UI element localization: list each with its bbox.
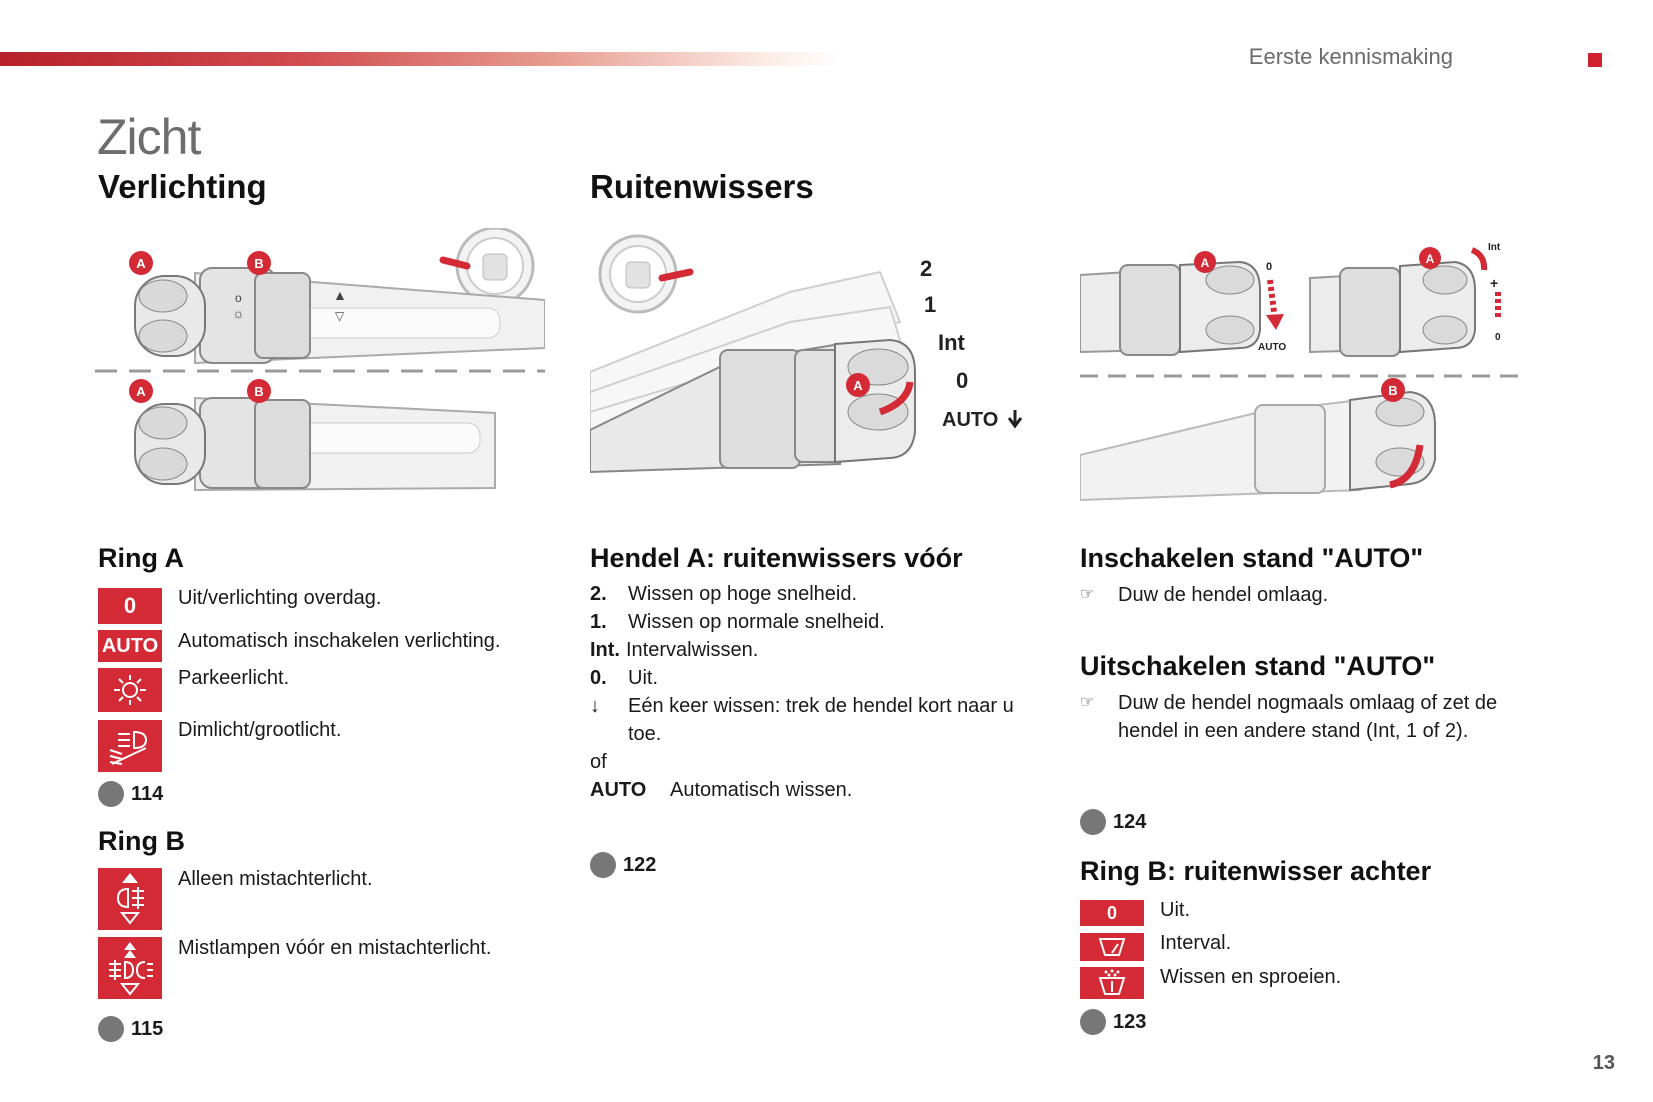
page-ref-icon [590, 852, 616, 878]
ring-a-item-parking: Parkeerlicht. [178, 667, 290, 689]
ring-a-title: Ring A [98, 543, 184, 573]
auto-wiper-rear-illustration: A 0 AUTO A Int + 0 [1080, 240, 1525, 525]
list-item: 1. Wissen op normale snelheid. [590, 611, 885, 633]
list-item: AUTO Automatisch wissen. [590, 779, 853, 801]
list-item: Int. Intervalwissen. [590, 639, 759, 661]
svg-text:☼: ☼ [232, 305, 245, 321]
parking-light-icon [98, 668, 162, 712]
off-badge: 0 [98, 588, 162, 624]
svg-text:A: A [853, 378, 863, 393]
ring-a-item-off: Uit/verlichting overdag. [178, 587, 382, 609]
page-title: Zicht [97, 109, 201, 165]
lower-stalk: A B [129, 379, 496, 492]
rear-wiper-title: Ring B: ruitenwisser achter [1080, 856, 1432, 886]
ring-a-item-beam: Dimlicht/grootlicht. [178, 719, 342, 741]
svg-text:A: A [136, 384, 146, 399]
front-wiper-stalk-illustration: A 2 1 Int 0 AUTO [590, 232, 1030, 500]
page-number: 13 [1592, 1052, 1615, 1074]
svg-text:0: 0 [1495, 332, 1501, 343]
dipped-main-beam-icon [98, 720, 162, 772]
page-ref-124[interactable]: 124 [1080, 809, 1146, 835]
rear-wiper-item-off: Uit. [1160, 899, 1190, 921]
list-item: ↓ Eén keer wissen: trek de hendel kort n… [590, 692, 1050, 748]
svg-text:1: 1 [924, 292, 936, 317]
section-heading-ruitenwissers: Ruitenwissers [590, 168, 814, 205]
rear-wiper-off-badge: 0 [1080, 900, 1144, 926]
page-ref-icon [98, 781, 124, 807]
auto-badge: AUTO [98, 630, 162, 662]
svg-text:▽: ▽ [335, 309, 345, 323]
svg-text:AUTO: AUTO [942, 409, 998, 431]
svg-text:o: o [235, 291, 242, 305]
or-text: of [590, 751, 607, 773]
svg-text:A: A [1426, 252, 1435, 266]
svg-text:▲: ▲ [333, 287, 347, 303]
ring-b-item-front-rear-fog: Mistlampen vóór en mistachterlicht. [178, 937, 492, 959]
rear-wiper-item-wash: Wissen en sproeien. [1160, 966, 1342, 988]
svg-text:2: 2 [920, 256, 932, 281]
stalk-auto-off: A Int + 0 [1309, 242, 1501, 357]
upper-stalk: o ☼ ▲ ▽ A B [129, 251, 545, 365]
front-wiper-list: 2. Wissen op hoge snelheid. 1. Wissen op… [590, 580, 1050, 804]
svg-text:B: B [254, 384, 263, 399]
auto-off-title: Uitschakelen stand "AUTO" [1080, 651, 1436, 681]
svg-text:B: B [1388, 383, 1397, 398]
header-gradient-bar [0, 52, 840, 66]
ring-b-item-rear-fog: Alleen mistachterlicht. [178, 868, 373, 890]
pointing-hand-icon: ☞ [1080, 694, 1095, 711]
steering-wheel-icon [598, 234, 694, 314]
pointing-hand-icon: ☞ [1080, 586, 1095, 603]
page-ref-123[interactable]: 123 [1080, 1009, 1146, 1035]
rear-wiper-wash-icon [1080, 967, 1144, 999]
steering-wheel-icon [439, 228, 535, 306]
stalk-auto-on: A 0 AUTO [1080, 251, 1286, 356]
ring-b-title: Ring B [98, 826, 185, 856]
front-wipers-title: Hendel A: ruitenwissers vóór [590, 543, 963, 573]
svg-text:0: 0 [956, 368, 968, 393]
svg-text:0: 0 [1266, 261, 1272, 273]
rear-wiper-interval-icon [1080, 933, 1144, 961]
auto-on-title: Inschakelen stand "AUTO" [1080, 543, 1424, 573]
ring-a-item-auto: Automatisch inschakelen verlichting. [178, 630, 501, 652]
stalk-rear-wiper: B [1080, 378, 1436, 502]
front-rear-fog-light-icon [98, 937, 162, 999]
page-ref-icon [1080, 809, 1106, 835]
chapter-title: Eerste kennismaking [1248, 44, 1453, 69]
page-ref-115[interactable]: 115 [98, 1016, 163, 1042]
auto-off-instruction: ☞ Duw de hendel nogmaals omlaag of zet d… [1080, 689, 1530, 745]
page-ref-icon [98, 1016, 124, 1042]
auto-on-instruction: ☞ Duw de hendel omlaag. [1080, 581, 1328, 609]
lighting-stalk-illustration: o ☼ ▲ ▽ A B A B [95, 228, 545, 528]
list-item: 0. Uit. [590, 667, 658, 689]
svg-text:A: A [1201, 256, 1210, 270]
svg-text:Int: Int [1488, 242, 1501, 253]
rear-fog-light-icon [98, 868, 162, 930]
page-ref-122[interactable]: 122 [590, 852, 656, 878]
svg-text:AUTO: AUTO [1258, 342, 1286, 353]
list-item: 2. Wissen op hoge snelheid. [590, 583, 858, 605]
chapter-marker [1588, 53, 1602, 67]
svg-text:B: B [254, 256, 263, 271]
svg-text:+: + [1490, 275, 1498, 291]
page-ref-icon [1080, 1009, 1106, 1035]
main-wiper-stalk: A [590, 338, 916, 474]
arrow-down-icon: ↓ [590, 695, 600, 717]
section-heading-verlichting: Verlichting [98, 168, 267, 205]
svg-text:A: A [136, 256, 146, 271]
rear-wiper-item-interval: Interval. [1160, 932, 1232, 954]
svg-text:Int: Int [938, 330, 966, 355]
page-ref-114[interactable]: 114 [98, 781, 163, 807]
